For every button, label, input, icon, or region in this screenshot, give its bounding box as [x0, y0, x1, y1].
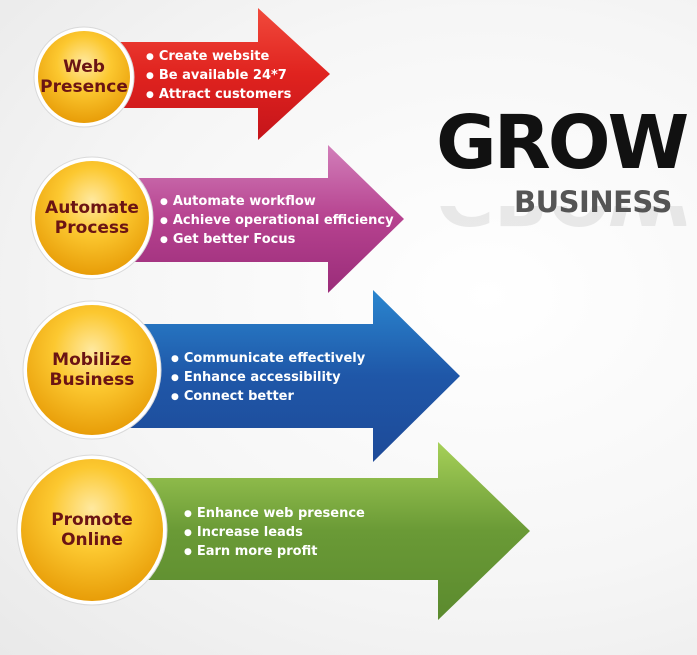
bullet-list-mobilize-business: Communicate effectively Enhance accessib…: [171, 350, 365, 407]
bullet-item: Communicate effectively: [171, 350, 365, 369]
stage-label-web-presence: Web Presence: [40, 57, 128, 97]
bullet-list-promote-online: Enhance web presence Increase leads Earn…: [184, 505, 365, 562]
stage-label-automate-process: Automate Process: [45, 198, 139, 238]
bullet-item: Automate workflow: [160, 193, 394, 212]
bullet-list-automate-process: Automate workflow Achieve operational ef…: [160, 193, 394, 250]
bullet-item: Create website: [146, 48, 291, 67]
circle-mobilize-business: [22, 300, 162, 440]
stage-label-promote-online: Promote Online: [51, 510, 133, 550]
stage-label-mobilize-business: Mobilize Business: [49, 350, 135, 390]
bullet-item: Earn more profit: [184, 543, 365, 562]
business-subtitle: BUSINESS: [514, 185, 672, 219]
bullet-item: Increase leads: [184, 524, 365, 543]
bullet-item: Get better Focus: [160, 231, 394, 250]
bullet-list-web-presence: Create website Be available 24*7 Attract…: [146, 48, 291, 105]
circle-promote-online: [16, 454, 168, 606]
bullet-item: Connect better: [171, 388, 365, 407]
bullet-item: Attract customers: [146, 86, 291, 105]
bullet-item: Enhance accessibility: [171, 369, 365, 388]
circle-web-presence: [33, 26, 135, 128]
bullet-item: Enhance web presence: [184, 505, 365, 524]
grow-title: GROW: [436, 100, 689, 186]
bullet-item: Achieve operational efficiency: [160, 212, 394, 231]
bullet-item: Be available 24*7: [146, 67, 291, 86]
circle-automate-process: [30, 156, 154, 280]
